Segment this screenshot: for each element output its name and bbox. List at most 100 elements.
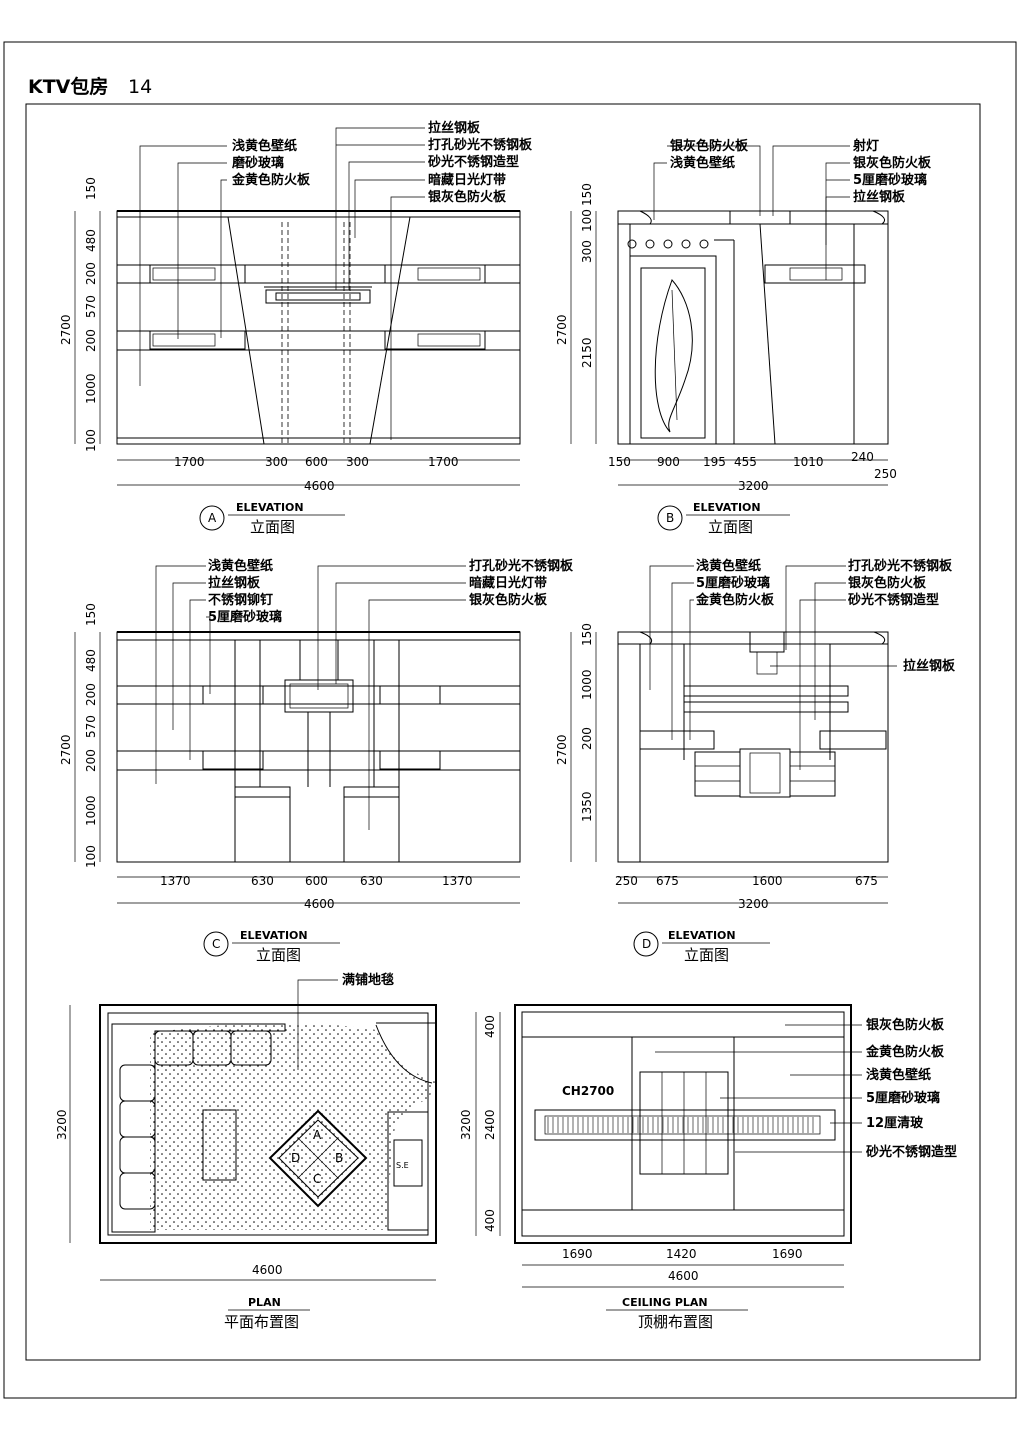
elev-d-hdim-4: 675 [855,874,878,888]
elev-b-vdim-1: 150 [580,183,594,206]
elev-b-hdim-7: 250 [874,467,897,481]
elev-b-caption-cn: 立面图 [708,518,753,536]
ceiling-label-3: 浅黄色壁纸 [866,1067,931,1083]
elev-b-label-left-2: 浅黄色壁纸 [670,155,735,171]
elev-a-hdim-3: 600 [305,455,328,469]
elev-c-vdim-2: 480 [84,649,98,672]
elev-a-label-right-3: 砂光不锈钢造型 [427,154,519,170]
elevation-c [74,565,521,904]
plan-marker-a: A [313,1128,322,1142]
plan-marker-d: D [291,1151,300,1165]
elev-b-label-right-2: 银灰色防火板 [853,155,932,171]
ceiling-fins [547,1117,814,1133]
elev-d-label-right-1: 打孔砂光不锈钢板 [848,558,953,574]
elev-b-hdim-4: 455 [734,455,757,469]
elev-d-vdim-2: 1000 [580,669,594,700]
plan-marker-c: C [313,1172,321,1186]
elevation-d [570,565,897,904]
elev-c-vdim-5: 200 [84,749,98,772]
elev-c-label-right-2: 暗藏日光灯带 [469,575,547,591]
elev-b-hdim-5: 1010 [793,455,824,469]
elev-b-caption-en: ELEVATION [693,501,761,514]
elev-b-vdim-3: 300 [580,240,594,263]
ceiling-vdim-2: 2400 [483,1109,497,1140]
elev-d-hdim-2: 675 [656,874,679,888]
ceiling-plan [475,1004,862,1288]
elev-a-label-left-2: 磨砂玻璃 [232,155,284,171]
elev-b-hdim-2: 900 [657,455,680,469]
elev-a-vdim-5: 200 [84,329,98,352]
elev-d-label-right-2: 银灰色防火板 [848,575,927,591]
elev-b-hdim-6: 240 [851,450,874,464]
elev-d-htotal: 3200 [738,897,769,911]
elev-b-vtotal: 2700 [555,314,569,345]
inner-frame [25,103,981,1361]
elev-b-label-left-1: 银灰色防火板 [670,138,749,154]
elev-d-hdim-3: 1600 [752,874,783,888]
plan-marker-b: B [335,1151,343,1165]
elev-b-label-right-4: 拉丝钢板 [853,189,906,205]
elev-c-label-left-4: 5厘磨砂玻璃 [208,609,282,625]
elev-a-hdim-2: 300 [265,455,288,469]
elevation-b [570,145,889,486]
elev-d-label-left-3: 金黄色防火板 [695,592,775,608]
elev-d-marker: D [642,937,651,951]
elev-a-htotal: 4600 [304,479,335,493]
elev-d-label-right-3: 砂光不锈钢造型 [847,592,939,608]
elev-a-vdim-7: 100 [84,429,98,452]
elev-c-label-right-1: 打孔砂光不锈钢板 [469,558,574,574]
plan-caption-cn: 平面布置图 [224,1313,299,1331]
elev-c-htotal: 4600 [304,897,335,911]
ceiling-htotal: 4600 [668,1269,699,1283]
ceiling-label-1: 银灰色防火板 [866,1017,945,1033]
plan-tv-label: S.E [396,1161,409,1170]
elev-c-label-right-3: 银灰色防火板 [469,592,548,608]
elev-a-hdim-4: 300 [346,455,369,469]
elev-c-vdim-7: 100 [84,845,98,868]
elev-b-marker: B [666,511,674,525]
ceiling-vtotal: 3200 [459,1109,473,1140]
elev-a-vdim-3: 200 [84,262,98,285]
elev-b-vdim-2: 100 [580,209,594,232]
elev-c-label-left-2: 拉丝钢板 [208,575,261,591]
elev-a-label-left-1: 浅黄色壁纸 [232,138,297,154]
elev-b-hdim-3: 195 [703,455,726,469]
elev-a-hdim-1: 1700 [174,455,205,469]
ceiling-hdim-3: 1690 [772,1247,803,1261]
elev-d-label-left-2: 5厘磨砂玻璃 [696,575,770,591]
elev-a-vdim-4: 570 [84,295,98,318]
elev-a-vdim-1: 150 [84,177,98,200]
elev-c-vtotal: 2700 [59,734,73,765]
elev-c-marker: C [212,937,220,951]
elev-c-vdim-4: 570 [84,715,98,738]
elevation-a [74,127,521,486]
elev-b-label-right-3: 5厘磨砂玻璃 [853,172,927,188]
elev-a-vdim-6: 1000 [84,373,98,404]
elev-c-hdim-5: 1370 [442,874,473,888]
elev-c-caption-cn: 立面图 [256,946,301,964]
floor-plan [69,979,437,1281]
elev-d-caption-en: ELEVATION [668,929,736,942]
elev-b-hdim-1: 150 [608,455,631,469]
elev-d-label-right-4: 拉丝钢板 [903,658,956,674]
elev-c-vdim-1: 150 [84,603,98,626]
elev-c-label-left-3: 不锈钢铆钉 [208,592,273,608]
elev-a-vtotal: 2700 [59,314,73,345]
elev-c-hdim-1: 1370 [160,874,191,888]
elev-a-caption-en: ELEVATION [236,501,304,514]
ceiling-hdim-2: 1420 [666,1247,697,1261]
elev-c-label-left-1: 浅黄色壁纸 [208,558,273,574]
elev-a-label-right-2: 打孔砂光不锈钢板 [428,137,533,153]
plan-label-carpet: 满铺地毯 [342,972,394,988]
sheet-title: KTV包房 [28,75,108,98]
elev-c-hdim-4: 630 [360,874,383,888]
elev-a-caption-cn: 立面图 [250,518,295,536]
elev-a-hdim-5: 1700 [428,455,459,469]
elev-d-vtotal: 2700 [555,734,569,765]
elev-c-hdim-2: 630 [251,874,274,888]
ceiling-hdim-1: 1690 [562,1247,593,1261]
elev-d-hdim-1: 250 [615,874,638,888]
elev-a-vdim-2: 480 [84,229,98,252]
outer-frame [3,41,1017,1399]
